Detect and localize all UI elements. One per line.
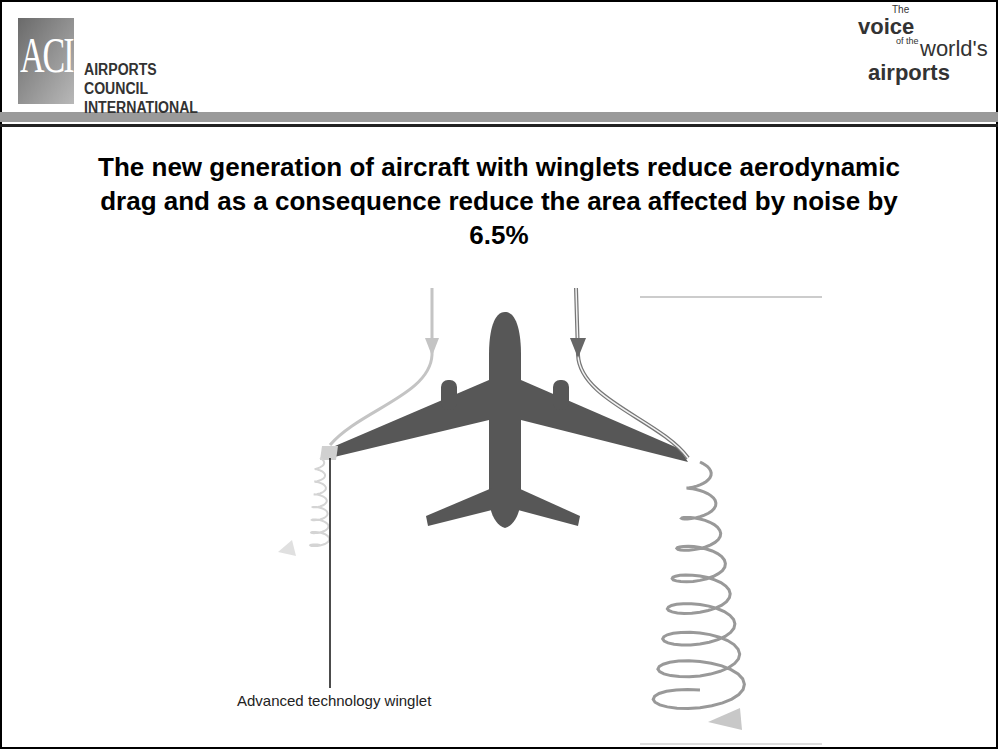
vortex-spiral — [310, 458, 329, 546]
vortex-spiral — [653, 462, 744, 709]
logo-word: airports — [868, 60, 950, 86]
slide-title: The new generation of aircraft with wing… — [90, 150, 908, 252]
logo-letters: ACI — [20, 27, 72, 84]
arrow-head — [708, 708, 742, 730]
logo-word: The — [892, 4, 909, 15]
arrow-head — [278, 540, 296, 556]
callout-label: Advanced technology winglet — [237, 692, 431, 709]
logo-word: of the — [896, 36, 919, 46]
logo-word: world's — [920, 36, 988, 62]
organisation-name: AIRPORTS COUNCIL INTERNATIONAL — [84, 60, 216, 117]
